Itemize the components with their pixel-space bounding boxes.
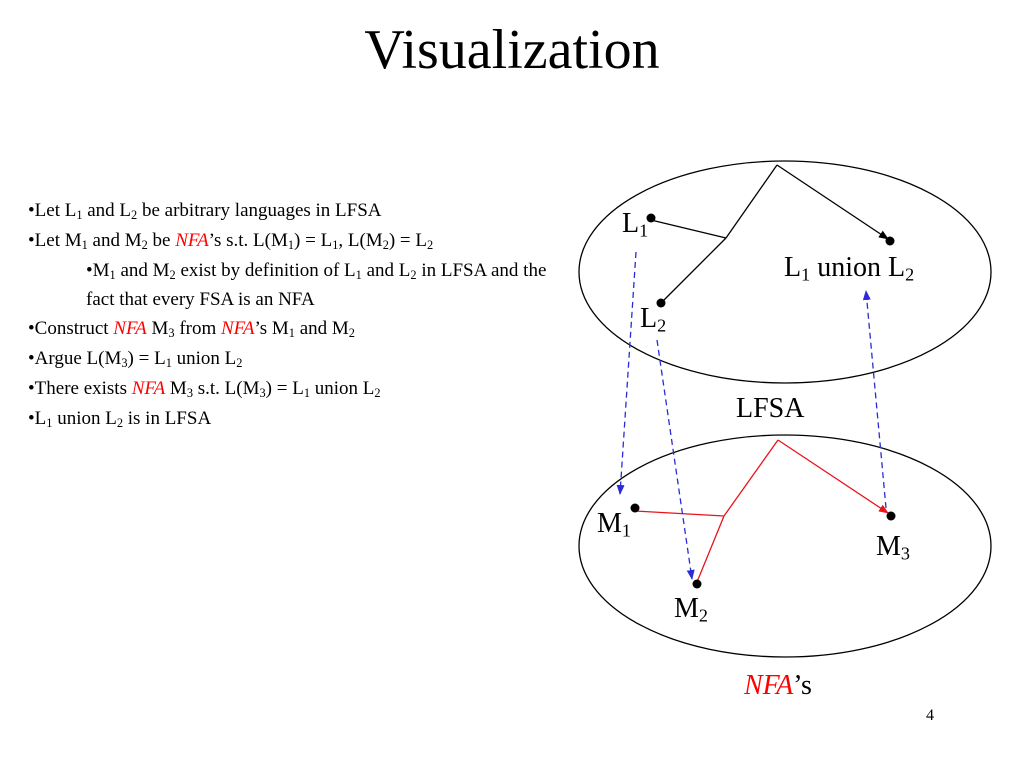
bullet-5: •There exists NFA M3 s.t. L(M3) = L1 uni… [28,378,381,401]
nfa-term: NFA [131,378,166,399]
m1-dot [630,503,640,513]
l1-edge [650,219,727,239]
label-lfsa: LFSA [736,393,805,424]
l2-to-m2-arrow [656,339,695,580]
m3-arrow [777,439,889,514]
l2-edge [660,237,727,304]
label-union: L1 union L2 [784,252,915,285]
nfa-term: NFA [221,318,255,339]
sub-bullet: •M1 and M2 exist by definition of L1 and… [86,260,547,310]
lfsa-ellipse [578,160,992,384]
m1-edge [634,510,725,517]
nfa-term: NFA [175,230,209,251]
bullet-1: •Let L1 and L2 be arbitrary languages in… [28,200,382,223]
label-l1: L1 [622,208,649,241]
label-m1: M1 [597,508,631,541]
element-dots [630,213,896,589]
bullet-6: •L1 union L2 is in LFSA [28,408,212,431]
lfsa-union-construction [650,164,889,304]
nfa-ellipse [578,434,992,658]
label-m3: M3 [876,531,910,564]
label-nfas: NFA’s [744,670,812,701]
bullet-2: •Let M1 and M2 be NFA’s s.t. L(M1) = L1,… [28,230,434,253]
nfa-union-construction [634,439,889,583]
label-m2: M2 [674,593,708,626]
bullet-3: •Construct NFA M3 from NFA’s M1 and M2 [28,318,355,341]
slide-title: Visualization [364,19,660,81]
page-number: 4 [926,707,934,724]
nfa-term: NFA [113,318,147,339]
m2-edge [696,515,725,583]
bullet-4: •Argue L(M3) = L1 union L2 [28,348,243,371]
mapping-arrows [616,251,887,580]
trunk-edge [725,164,778,239]
union-dot [885,236,895,246]
bullet-list: •Let L1 and L2 be arbitrary languages in… [28,196,563,434]
label-l2: L2 [640,303,667,336]
l1-dot [646,213,656,223]
m3-to-union-arrow [862,290,887,509]
union-arrow [776,164,889,240]
l2-dot [656,298,666,308]
m3-dot [886,511,896,521]
l1-to-m1-arrow [616,251,637,495]
m2-dot [692,579,702,589]
trunk-edge [723,439,779,517]
